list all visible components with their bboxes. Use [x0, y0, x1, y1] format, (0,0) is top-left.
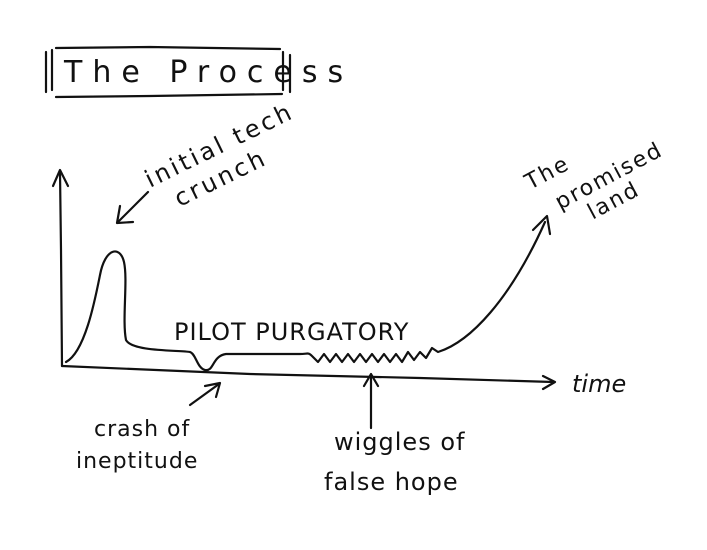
- crash-of-ineptitude-line-2: ineptitude: [76, 449, 198, 474]
- x-axis-arrowhead: [541, 374, 557, 391]
- pilot-purgatory-label: PILOT PURGATORY: [174, 318, 409, 346]
- crash-of-ineptitude-arrowhead: [203, 381, 222, 399]
- wiggles-of-false-hope-line-2: false hope: [324, 468, 459, 496]
- x-axis-label: time: [572, 370, 626, 398]
- initial-tech-crunch-arrow: [116, 190, 150, 224]
- title-group: The Process: [44, 45, 353, 99]
- wiggles-of-false-hope-line-1: wiggles of: [334, 428, 465, 456]
- initial-tech-crunch-arrowhead: [115, 204, 135, 225]
- y-axis-arrowhead: [51, 168, 70, 188]
- axes: time: [51, 168, 626, 398]
- annotation-wiggles-of-false-hope: wiggles of false hope: [324, 372, 465, 496]
- crash-of-ineptitude-arrow: [188, 382, 221, 407]
- crash-of-ineptitude-line-1: crash of: [94, 417, 190, 442]
- title-text: The Process: [63, 55, 353, 90]
- title-top-line: [54, 45, 282, 51]
- annotation-promised-land: The promised land: [520, 138, 667, 226]
- title-bottom-line: [54, 92, 284, 99]
- process-curve-arrowhead: [531, 214, 552, 236]
- annotation-initial-tech-crunch: initial tech crunch: [115, 97, 298, 225]
- y-axis: [58, 170, 64, 368]
- annotation-crash-of-ineptitude: crash of ineptitude: [76, 381, 222, 474]
- wiggles-of-false-hope-arrowhead: [362, 372, 380, 388]
- x-axis: [60, 364, 555, 384]
- process-curve: [64, 220, 547, 372]
